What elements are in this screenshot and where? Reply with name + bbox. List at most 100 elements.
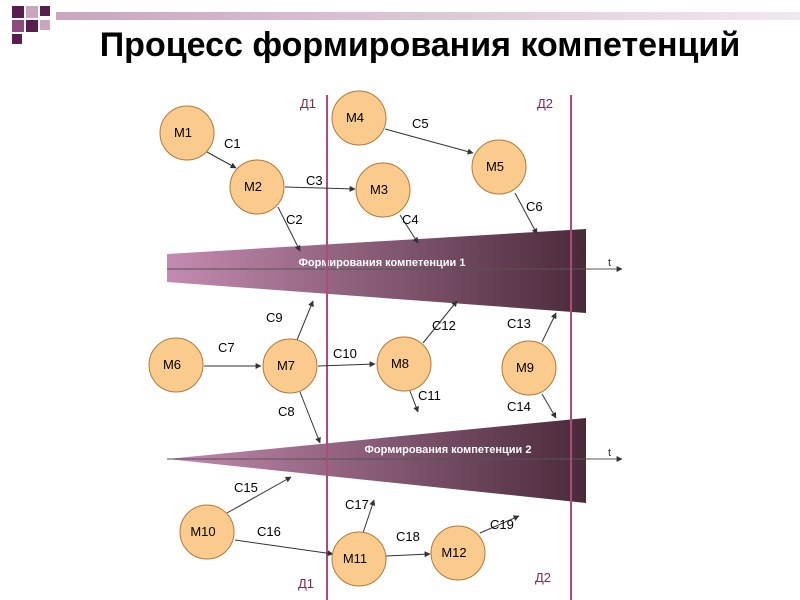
module-label: M3: [370, 182, 388, 197]
competency-2-wedge: [167, 418, 586, 503]
module-node-m8: M8: [376, 336, 432, 392]
competency-1-wedge: [167, 229, 586, 313]
competency-1-label: Формирования компетенции 1: [299, 257, 466, 269]
module-circle: [148, 337, 204, 393]
connection-label-c8: C8: [278, 404, 295, 419]
module-circle: [331, 531, 387, 587]
boundary-d2-top-label: Д2: [537, 96, 553, 111]
connection-label-c13: C13: [507, 316, 531, 331]
connection-label-c19: C19: [490, 517, 514, 532]
connection-arrow-c12: [422, 300, 458, 344]
connection-label-c2: C2: [286, 212, 303, 227]
connection-arrow-c18: [385, 551, 431, 558]
connection-label-c16: C16: [257, 524, 281, 539]
boundary-d2-bottom-label: Д2: [535, 570, 551, 585]
connection-arrow-c15: [226, 476, 292, 514]
deco-square: [26, 20, 38, 32]
connection-arrow-c6: [514, 192, 538, 235]
module-label: M11: [343, 551, 367, 566]
connection-label-c4: C4: [402, 212, 419, 227]
boundary-d1: Д1 Д1: [298, 95, 328, 600]
connection-label-c15: C15: [234, 480, 258, 495]
connection-label-c3: C3: [306, 173, 323, 188]
connection-arrow-c9: [296, 300, 314, 341]
module-node-m3: M3: [355, 162, 411, 218]
deco-square: [26, 6, 38, 18]
module-node-m6: M6: [148, 337, 204, 393]
connection-arrow-c1: [206, 151, 237, 169]
deco-square: [12, 6, 24, 18]
connection-arrow-c11: [409, 390, 419, 413]
module-node-m10: M10: [179, 504, 235, 560]
boundary-d2: Д2 Д2: [535, 95, 572, 600]
connection-label-c10: C10: [333, 346, 357, 361]
module-node-m4: M4: [331, 90, 387, 146]
module-node-m12: M12: [430, 525, 486, 581]
module-label: M5: [486, 159, 504, 174]
connection-arrow-c5: [384, 128, 474, 155]
module-node-m11: M11: [331, 531, 387, 587]
module-circle: [376, 336, 432, 392]
module-circle: [501, 340, 557, 396]
connection-arrow-c4: [399, 214, 419, 244]
module-node-m1: M1: [159, 105, 215, 161]
connection-label-c5: C5: [412, 116, 429, 131]
module-label: M10: [190, 524, 215, 539]
time-axis-2-label: t: [608, 447, 611, 459]
slide-title: Процесс формирования компетенций: [99, 26, 741, 64]
header-bar: [56, 12, 800, 20]
deco-square: [12, 20, 24, 32]
module-node-m9: M9: [501, 340, 557, 396]
competency-1: Формирования компетенции 1 t: [167, 229, 623, 313]
connection-arrow-c19: [479, 515, 520, 534]
module-label: M8: [391, 356, 409, 371]
module-circle: [355, 162, 411, 218]
connection-label-c9: C9: [266, 310, 283, 325]
connection-label-c1: C1: [224, 136, 241, 151]
module-label: M6: [163, 357, 181, 372]
module-circle: [471, 139, 527, 195]
connection-label-c14: C14: [507, 399, 531, 414]
connection-arrow-c16: [234, 539, 334, 557]
connection-arrow-c2: [277, 206, 301, 252]
module-node-m2: M2: [229, 159, 285, 215]
module-label: M9: [516, 360, 534, 375]
boundary-d1-top-label: Д1: [300, 96, 316, 111]
module-label: M2: [244, 179, 262, 194]
module-node-m7: M7: [262, 338, 318, 394]
module-label: M12: [441, 545, 466, 560]
module-circle: [262, 338, 318, 394]
module-circle: [179, 504, 235, 560]
decorative-squares: [12, 6, 800, 44]
module-circle: [430, 525, 486, 581]
competency-2-label: Формирования компетенции 2: [365, 444, 532, 456]
time-axis-1-label: t: [608, 257, 611, 269]
module-circle: [229, 159, 285, 215]
connection-label-c11: C11: [418, 388, 441, 403]
connection-arrow-c8: [299, 391, 321, 444]
module-label: M7: [277, 358, 295, 373]
module-circle: [331, 90, 387, 146]
connection-label-c12: C12: [432, 318, 456, 333]
connection-label-c6: C6: [526, 199, 543, 214]
module-label: M4: [346, 110, 364, 125]
module-node-m5: M5: [471, 139, 527, 195]
competency-2: Формирования компетенции 2 t: [167, 418, 623, 503]
deco-square: [12, 34, 22, 44]
connection-arrow-c17: [362, 499, 376, 534]
module-label: M1: [174, 125, 192, 140]
connection-label-c7: C7: [218, 340, 235, 355]
deco-square: [40, 6, 50, 16]
connection-label-c18: C18: [396, 529, 420, 544]
connection-arrow-c13: [541, 312, 557, 343]
connection-arrow-c14: [541, 393, 557, 419]
connection-arrow-c3: [284, 185, 356, 192]
boundary-d1-bottom-label: Д1: [298, 576, 314, 591]
deco-square: [40, 20, 50, 30]
connection-label-c17: C17: [345, 497, 369, 512]
connection-arrow-c10: [317, 361, 376, 368]
module-circle: [159, 105, 215, 161]
